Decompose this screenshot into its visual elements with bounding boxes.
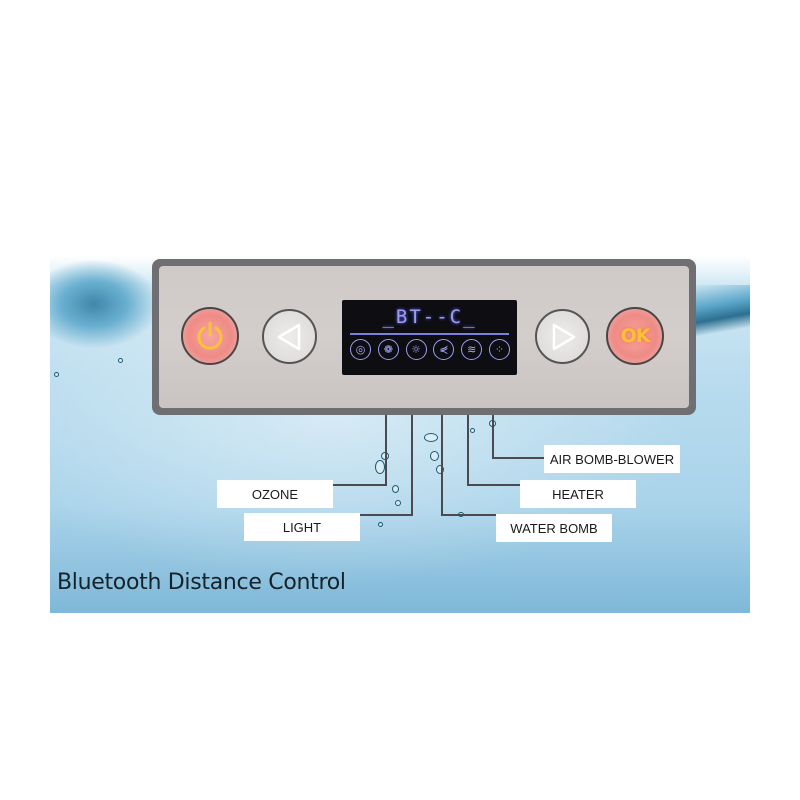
lcd-icon-row: ◎ ❁ ☼ ⋞ ≋ ⁘	[350, 339, 510, 360]
ozone-icon: ◎	[350, 339, 371, 360]
water-bomb-connector-vertical	[441, 364, 443, 516]
light-icon: ❁	[377, 339, 399, 360]
triangle-left-icon	[277, 323, 300, 350]
bubble	[54, 372, 59, 377]
right-arrow-button[interactable]	[535, 309, 590, 364]
left-arrow-button[interactable]	[262, 309, 317, 364]
heater-connector-horizontal	[467, 484, 520, 486]
ozone-connector-horizontal	[333, 484, 387, 486]
ok-button[interactable]: OK	[606, 307, 664, 365]
lcd-display: _BT--C_ ◎ ❁ ☼ ⋞ ≋ ⁘	[342, 300, 517, 375]
light-connector-vertical	[411, 364, 413, 516]
water-bomb-connector-horizontal	[441, 514, 496, 516]
light-connector-horizontal	[360, 514, 413, 516]
lcd-status-text: _BT--C_	[382, 306, 477, 328]
power-icon	[197, 321, 223, 350]
bubble	[392, 485, 399, 493]
control-panel: _BT--C_ ◎ ❁ ☼ ⋞ ≋ ⁘ OK	[152, 259, 696, 415]
bubble	[375, 460, 385, 474]
water-bomb-icon: ⋞	[433, 339, 455, 360]
heater-connector-vertical	[467, 364, 469, 486]
bubble	[395, 500, 401, 506]
bubble	[118, 358, 123, 363]
bubble	[378, 522, 383, 527]
callout-heater: HEATER	[520, 480, 636, 508]
control-panel-face: _BT--C_ ◎ ❁ ☼ ⋞ ≋ ⁘ OK	[159, 266, 689, 408]
ozone-connector-vertical	[385, 364, 387, 486]
callout-air-bomb-blower: AIR BOMB-BLOWER	[544, 445, 680, 473]
bubble	[470, 428, 475, 433]
callout-water-bomb: WATER BOMB	[496, 514, 612, 542]
bubble	[424, 433, 438, 442]
air-bomb-icon: ⁘	[488, 339, 510, 360]
sun-icon: ☼	[405, 339, 427, 360]
power-button[interactable]	[181, 307, 239, 365]
heater-icon: ≋	[461, 339, 483, 360]
water-splash-left	[50, 259, 160, 349]
water-splash-right	[690, 285, 750, 345]
air-bomb-connector-horizontal	[492, 457, 544, 459]
lcd-divider	[350, 333, 509, 335]
ok-button-label: OK	[620, 325, 651, 347]
bubble	[436, 465, 444, 474]
callout-light: LIGHT	[244, 513, 360, 541]
caption-title: Bluetooth Distance Control	[57, 570, 346, 595]
callout-ozone: OZONE	[217, 480, 333, 508]
triangle-right-icon	[552, 323, 575, 350]
bubble	[430, 451, 439, 461]
